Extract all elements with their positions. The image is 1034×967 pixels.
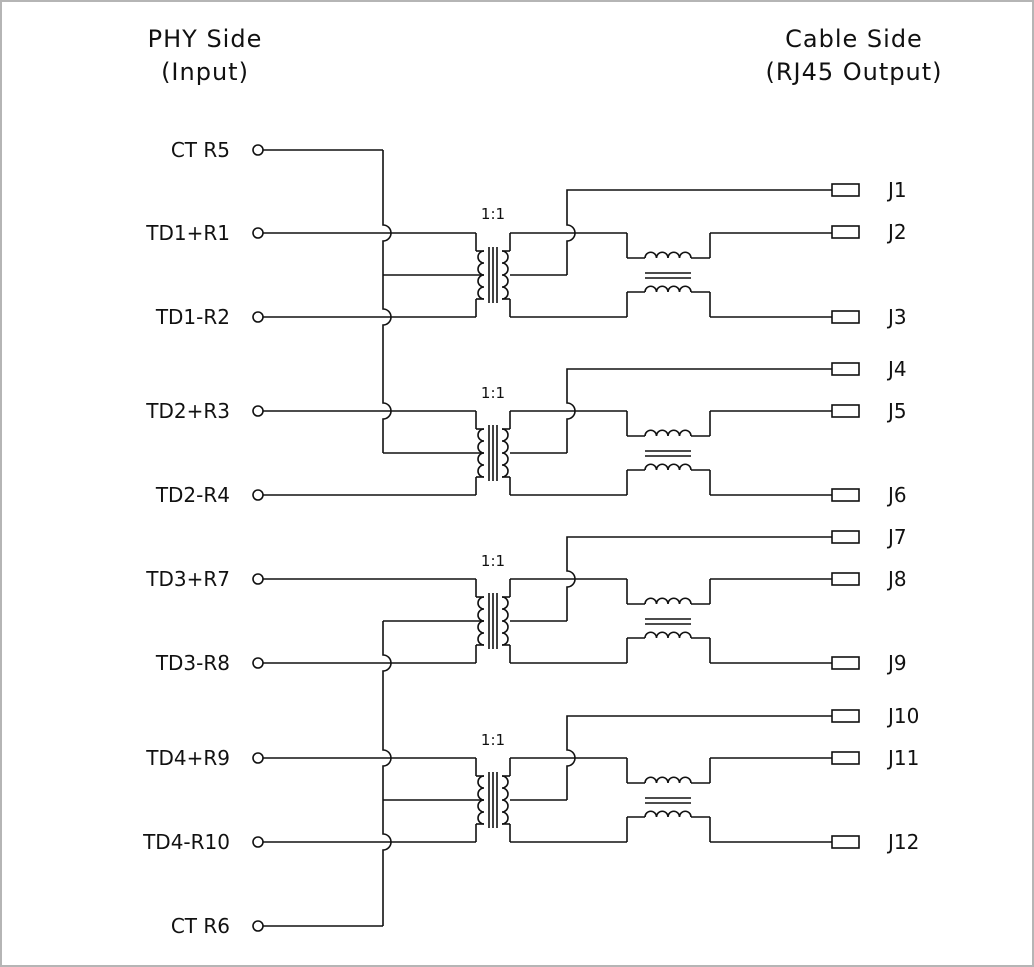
phy-pin-label: TD1+R1 — [145, 221, 230, 245]
phy-pin-terminal — [252, 920, 264, 932]
phy-pin-terminal — [252, 311, 264, 323]
transformer-secondary-coil — [501, 250, 509, 300]
jack-label: J1 — [886, 178, 907, 202]
rj45-jack-terminal — [831, 656, 860, 670]
common-mode-choke-coil — [644, 597, 692, 605]
jack-label: J6 — [886, 483, 907, 507]
cable-side-subtitle: (RJ45 Output) — [765, 58, 942, 86]
jack-label: J4 — [886, 357, 907, 381]
phy-pin-label: TD2+R3 — [145, 399, 230, 423]
transformer-ratio-label: 1:1 — [481, 384, 505, 402]
rj45-jack-terminal — [831, 835, 860, 849]
rj45-jack-terminal — [831, 751, 860, 765]
rj45-jack-terminal — [831, 404, 860, 418]
phy-pin-terminal — [252, 573, 264, 585]
phy-pin-terminal — [252, 227, 264, 239]
jack-label: J5 — [886, 399, 907, 423]
phy-pin-label: CT R5 — [171, 138, 230, 162]
transformer-secondary-coil — [501, 775, 509, 825]
phy-pin-terminal — [252, 657, 264, 669]
transformer-ratio-label: 1:1 — [481, 205, 505, 223]
phy-pin-label: TD4+R9 — [145, 746, 230, 770]
transformer-primary-coil — [477, 775, 485, 825]
common-mode-choke-coil — [644, 810, 692, 818]
phy-pin-label: TD4-R10 — [142, 830, 230, 854]
rj45-jack-terminal — [831, 362, 860, 376]
common-mode-choke-coil — [644, 285, 692, 293]
transformer-primary-coil — [477, 250, 485, 300]
rj45-jack-terminal — [831, 530, 860, 544]
common-mode-choke-coil — [644, 776, 692, 784]
phy-pin-label: TD3-R8 — [155, 651, 230, 675]
jack-label: J8 — [886, 567, 907, 591]
wire-secondary-ct-to-jack — [566, 189, 832, 275]
common-mode-choke-coil — [644, 429, 692, 437]
transformer-ratio-label: 1:1 — [481, 731, 505, 749]
transformer-secondary-coil — [501, 428, 509, 478]
jack-label: J12 — [886, 830, 919, 854]
jack-label: J2 — [886, 220, 907, 244]
phy-side-title: PHY Side — [148, 25, 263, 53]
phy-pin-label: CT R6 — [171, 914, 230, 938]
jack-label: J3 — [886, 305, 907, 329]
jack-label: J11 — [886, 746, 919, 770]
cable-side-title: Cable Side — [785, 25, 923, 53]
phy-pin-label: TD2-R4 — [155, 483, 230, 507]
phy-pin-terminal — [252, 405, 264, 417]
common-mode-choke-coil — [644, 251, 692, 259]
transformer-ratio-label: 1:1 — [481, 552, 505, 570]
rj45-jack-terminal — [831, 572, 860, 586]
wire-secondary-ct-to-jack — [566, 715, 832, 800]
wire-secondary-ct-to-jack — [566, 368, 832, 453]
transformer-primary-coil — [477, 428, 485, 478]
phy-pin-label: TD3+R7 — [145, 567, 230, 591]
jack-label: J10 — [886, 704, 919, 728]
jack-label: J9 — [886, 651, 907, 675]
common-mode-choke-coil — [644, 463, 692, 471]
wire-secondary-ct-to-jack — [566, 536, 832, 621]
phy-pin-label: TD1-R2 — [155, 305, 230, 329]
rj45-jack-terminal — [831, 709, 860, 723]
rj45-jack-terminal — [831, 225, 860, 239]
phy-pin-terminal — [252, 836, 264, 848]
rj45-jack-terminal — [831, 310, 860, 324]
transformer-secondary-coil — [501, 596, 509, 646]
transformer-primary-coil — [477, 596, 485, 646]
phy-pin-terminal — [252, 489, 264, 501]
common-mode-choke-coil — [644, 631, 692, 639]
rj45-jack-terminal — [831, 488, 860, 502]
phy-pin-terminal — [252, 752, 264, 764]
jack-label: J7 — [886, 525, 907, 549]
phy-side-subtitle: (Input) — [161, 58, 249, 86]
phy-pin-terminal — [252, 144, 264, 156]
rj45-jack-terminal — [831, 183, 860, 197]
